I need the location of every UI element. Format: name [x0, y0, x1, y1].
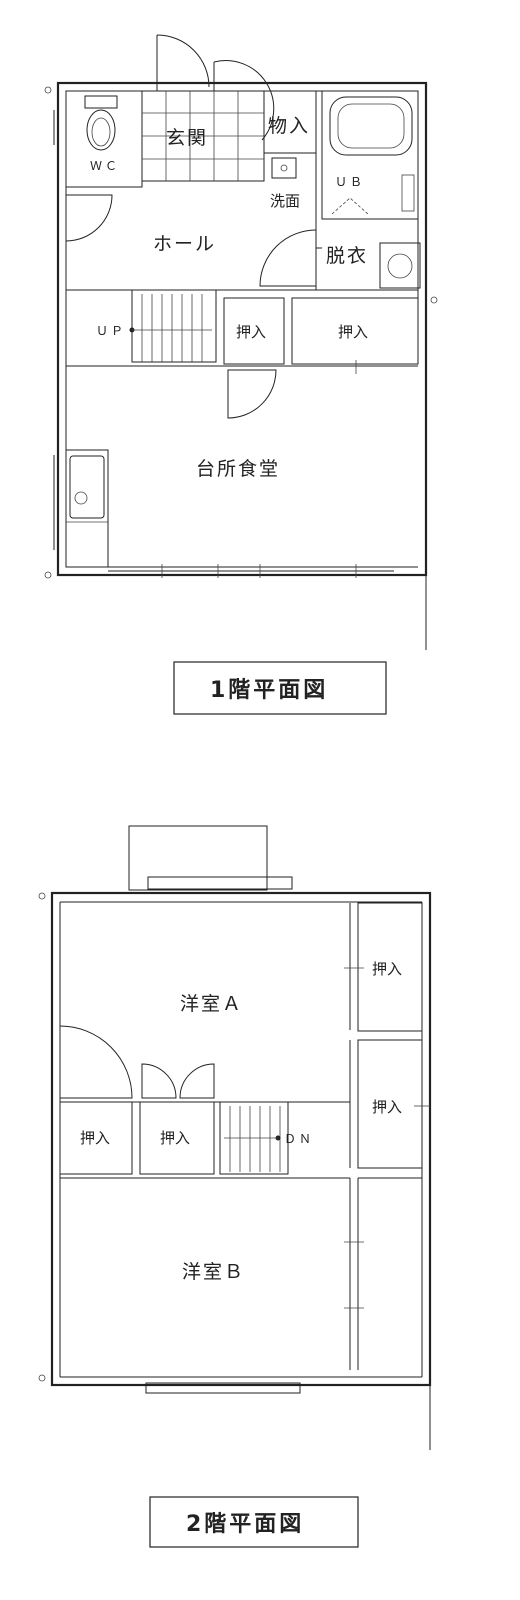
- entrance-tile-grid: [142, 91, 264, 181]
- closet-2-label: 押入: [338, 323, 368, 341]
- second-floor-title: 2階平面図: [186, 1512, 304, 1537]
- second-floor-plan: 洋室Ａ 押入 押入 押入 押入 ＤＮ: [38, 825, 432, 1450]
- kitchen-counter: [65, 449, 109, 568]
- stair-treads-2f: [229, 1106, 281, 1172]
- second-floor-title-box: [149, 1496, 359, 1548]
- washing-machine: [379, 242, 421, 289]
- unit-bath-room: [321, 90, 419, 220]
- closet-right-2: [357, 1039, 423, 1169]
- second-floor-outer-wall: [50, 891, 432, 1387]
- closet-left: [59, 1101, 133, 1175]
- toilet-label: ＷＣ: [90, 159, 120, 173]
- western-room-a-label: 洋室Ａ: [180, 993, 243, 1015]
- first-floor-title-box: [173, 661, 387, 715]
- closet-right-1: [357, 902, 423, 1032]
- storage-label: 物入: [268, 115, 310, 137]
- hall-label: ホール: [153, 233, 216, 255]
- stairs-second-floor: [219, 1101, 289, 1175]
- stairs-down-label: ＤＮ: [284, 1132, 314, 1146]
- toilet-fixture: [84, 95, 118, 151]
- closet-middle: [139, 1101, 215, 1175]
- bathtub: [329, 96, 413, 156]
- entrance-door: [156, 34, 275, 141]
- stairs-first-floor: [131, 289, 217, 363]
- closet-right-2-label: 押入: [372, 1098, 402, 1116]
- closet-1: [223, 297, 285, 365]
- unit-bath-label: ＵＢ: [335, 175, 365, 189]
- first-floor-title: 1階平面図: [210, 678, 328, 703]
- washbasin-label: 洗面: [270, 192, 300, 210]
- balcony: [128, 825, 268, 891]
- first-floor-plan: ＷＣ 玄関 物入 洗面 ＵＢ ホール: [44, 34, 438, 650]
- kitchen-sink: [69, 455, 105, 519]
- closet-left-label: 押入: [80, 1129, 110, 1147]
- dressing-label: 脱衣: [326, 245, 368, 267]
- stair-treads: [141, 294, 203, 362]
- washbasin-fixture: [271, 157, 297, 179]
- closet-right-1-label: 押入: [372, 960, 402, 978]
- western-room-b-label: 洋室Ｂ: [182, 1261, 245, 1283]
- kitchen-dining-label: 台所食堂: [196, 458, 280, 480]
- closet-middle-label: 押入: [160, 1129, 190, 1147]
- closet-1-label: 押入: [236, 323, 266, 341]
- closet-2: [291, 297, 419, 365]
- first-floor-outer-wall: [56, 81, 428, 577]
- stairs-up-label: ＵＰ: [96, 324, 126, 338]
- entrance-label: 玄関: [166, 127, 208, 149]
